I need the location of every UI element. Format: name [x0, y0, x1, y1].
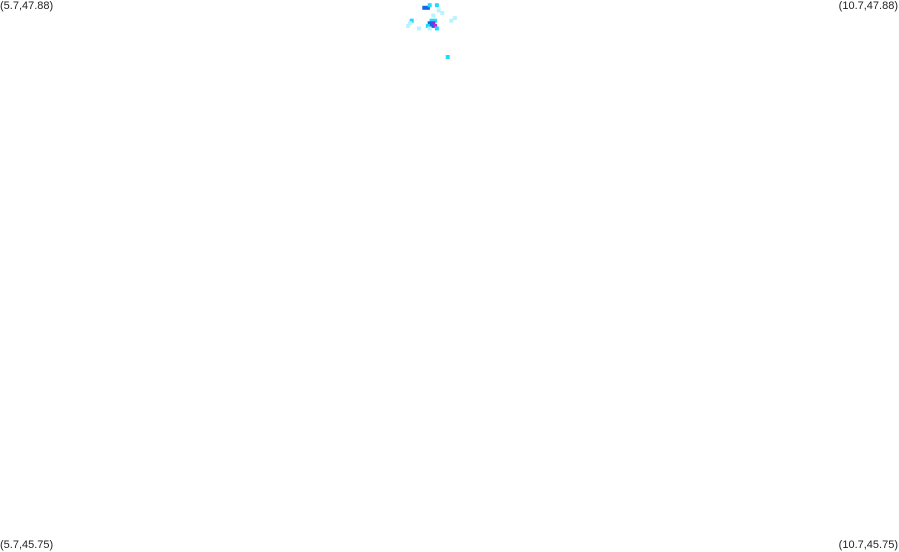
radar-echo-cell: [431, 21, 436, 26]
corner-label-bottom-right: (10.7,45.75): [838, 539, 898, 551]
radar-echo-cell: [449, 18, 454, 23]
radar-echo-cell: [436, 8, 441, 13]
radar-echo-cell: [427, 3, 432, 8]
radar-echo-cell: [425, 23, 430, 28]
corner-label-bottom-left: (5.7,45.75): [0, 539, 54, 551]
radar-echo-cell: [434, 26, 439, 31]
radar-echo-cell: [434, 3, 439, 8]
radar-echo-cell: [429, 23, 434, 28]
radar-echo-cell: [407, 21, 412, 26]
radar-echo-cell: [422, 5, 427, 10]
radar-echo-cell: [425, 5, 430, 10]
radar-echo-cell: [429, 18, 434, 23]
radar-echo-cell: [406, 23, 411, 28]
radar-echo-cell: [433, 23, 438, 28]
radar-echo-cell: [431, 13, 436, 18]
radar-echo-cell: [427, 26, 432, 31]
radar-echo-cell: [416, 26, 421, 31]
radar-echo-cell: [440, 11, 445, 15]
radar-echo-cell: [445, 55, 450, 59]
corner-label-top-left: (5.7,47.88): [0, 0, 54, 12]
radar-echo-cell: [433, 18, 438, 23]
corner-label-top-right: (10.7,47.88): [838, 0, 898, 12]
radar-echo-cell: [409, 18, 414, 23]
radar-echo-cell: [452, 16, 457, 21]
radar-echo-cell: [427, 21, 432, 26]
